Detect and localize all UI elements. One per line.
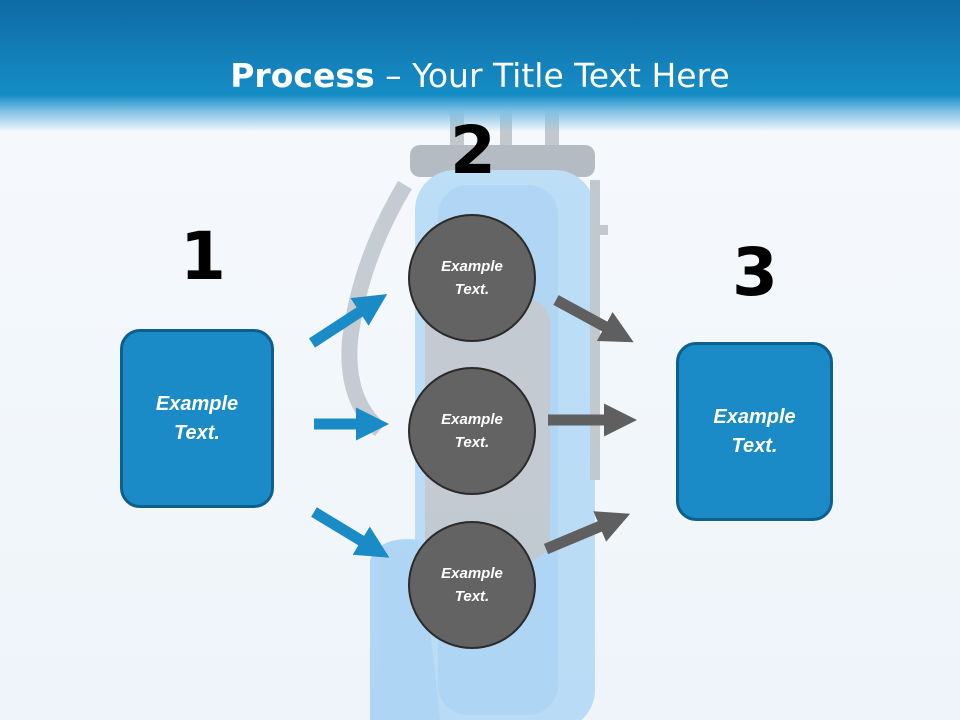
arrow-bottom-to-3: [543, 511, 631, 555]
step-3-box: Example Text.: [676, 342, 833, 521]
circle-text: Example Text.: [441, 408, 503, 454]
step-3-text-line1: Example: [713, 405, 796, 428]
arrow-1-to-bottom: [311, 507, 390, 558]
slide-title: Process – Your Title Text Here: [0, 56, 960, 95]
circle-text-line1: Example: [441, 258, 503, 275]
title-bold: Process: [230, 56, 375, 95]
step-number-2: 2: [450, 112, 496, 189]
circle-text-line2: Text.: [454, 434, 490, 451]
circle-text: Example Text.: [441, 255, 503, 301]
step-1-text: Example Text.: [156, 390, 238, 448]
step-2-circle-middle: Example Text.: [408, 367, 536, 495]
title-rest: – Your Title Text Here: [374, 56, 730, 95]
circle-text: Example Text.: [441, 562, 503, 608]
circle-text-line2: Text.: [454, 588, 490, 605]
circle-text-line2: Text.: [454, 281, 490, 298]
circle-text-line1: Example: [441, 565, 503, 582]
header-bar: [0, 0, 960, 132]
step-2-circle-top: Example Text.: [408, 214, 536, 342]
arrow-top-to-3: [553, 295, 634, 343]
step-1-box: Example Text.: [120, 329, 274, 508]
step-number-1: 1: [180, 218, 226, 295]
arrow-1-to-top: [308, 293, 388, 348]
step-2-circle-bottom: Example Text.: [408, 521, 536, 649]
step-3-text-line2: Text.: [731, 434, 778, 457]
step-number-3: 3: [732, 234, 778, 311]
step-1-text-line1: Example: [155, 392, 239, 415]
step-1-text-line2: Text.: [174, 421, 220, 444]
circle-text-line1: Example: [441, 411, 503, 428]
step-3-text: Example Text.: [713, 403, 795, 461]
